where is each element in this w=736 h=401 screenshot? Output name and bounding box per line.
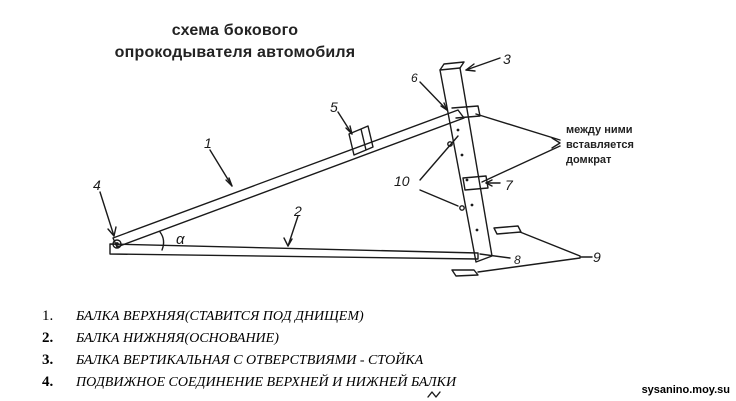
clamp-part-5 (348, 125, 374, 156)
legend-text: ПОДВИЖНОЕ СОЕДИНЕНИЕ ВЕРХНЕЙ И НИЖНЕЙ БА… (76, 375, 457, 390)
post-holes (456, 128, 479, 232)
callout-9: 9 (593, 249, 601, 265)
hole-marker-lower (459, 205, 465, 211)
site-watermark: sysanino.moy.su (641, 384, 730, 396)
callout-3: 3 (503, 51, 511, 67)
arrow-4 (107, 226, 117, 237)
foot-part-8 (451, 225, 522, 277)
callout-5: 5 (330, 99, 338, 115)
legend-number: 2. (42, 330, 54, 346)
legend-item: 1. БАЛКА ВЕРХНЯЯ(СТАВИТСЯ ПОД ДНИЩЕМ) (42, 308, 364, 325)
callout-6: 6 (411, 71, 418, 85)
hole-marker-upper (447, 141, 453, 147)
pointer-8 (479, 253, 511, 259)
angle-arc (159, 231, 165, 251)
jack-note-line-1: между ними (566, 124, 633, 136)
jack-note-line-3: домкрат (566, 154, 612, 166)
leader-1 (209, 149, 233, 187)
legend-item: 4. ПОДВИЖНОЕ СОЕДИНЕНИЕ ВЕРХНЕЙ И НИЖНЕЙ … (42, 374, 456, 391)
vertical-post (439, 67, 493, 263)
scribble-mark (427, 391, 441, 398)
legend-item: 2. БАЛКА НИЖНЯЯ(ОСНОВАНИЕ) (42, 330, 279, 347)
arrow-7 (485, 179, 493, 187)
diagram-title-line-1: схема бокового (171, 22, 299, 39)
leader-9-lower (477, 257, 581, 273)
diagram-title-line-2: опрокодывателя автомобиля (114, 44, 356, 61)
leader-9-upper (519, 231, 581, 257)
callout-4: 4 (93, 177, 101, 193)
arrow-5 (345, 125, 353, 135)
jack-arrow (551, 137, 561, 149)
bracket-part-7 (462, 175, 489, 191)
callout-7: 7 (505, 177, 514, 193)
legend-number: 4. (42, 374, 54, 390)
leader-2 (287, 215, 299, 247)
jack-leader-bottom (481, 145, 561, 183)
legend-item: 3. БАЛКА ВЕРТИКАЛЬНАЯ С ОТВЕРСТВИЯМИ - СТ… (42, 352, 423, 369)
callout-1: 1 (204, 135, 212, 151)
bracket-part-6 (451, 105, 481, 119)
jack-leader-top (475, 113, 561, 141)
arrow-1 (225, 177, 233, 187)
legend-number: 1. (42, 308, 54, 324)
vertical-post-top (439, 61, 465, 71)
leader-4 (99, 191, 115, 237)
angle-label: α (176, 231, 185, 248)
arrow-6 (440, 102, 448, 111)
legend-number: 3. (42, 352, 54, 368)
pivot-joint-center (115, 242, 119, 246)
legend-text: БАЛКА ВЕРТИКАЛЬНАЯ С ОТВЕРСТВИЯМИ - СТОЙ… (76, 353, 424, 368)
callout-2: 2 (293, 203, 302, 219)
arrow-2 (283, 237, 293, 247)
lower-beam (109, 243, 479, 260)
callout-10: 10 (394, 173, 410, 189)
jack-note-line-2: вставляется (566, 139, 634, 151)
pointer-6 (419, 81, 448, 111)
arrow-3 (465, 63, 476, 72)
leader-5 (337, 111, 353, 135)
callout-8: 8 (514, 253, 521, 267)
pivot-joint (112, 239, 122, 249)
upper-beam (112, 109, 465, 248)
legend-text: БАЛКА НИЖНЯЯ(ОСНОВАНИЕ) (76, 331, 279, 346)
leader-10-lower (419, 189, 459, 207)
legend-text: БАЛКА ВЕРХНЯЯ(СТАВИТСЯ ПОД ДНИЩЕМ) (76, 309, 364, 324)
leader-3 (465, 57, 501, 71)
